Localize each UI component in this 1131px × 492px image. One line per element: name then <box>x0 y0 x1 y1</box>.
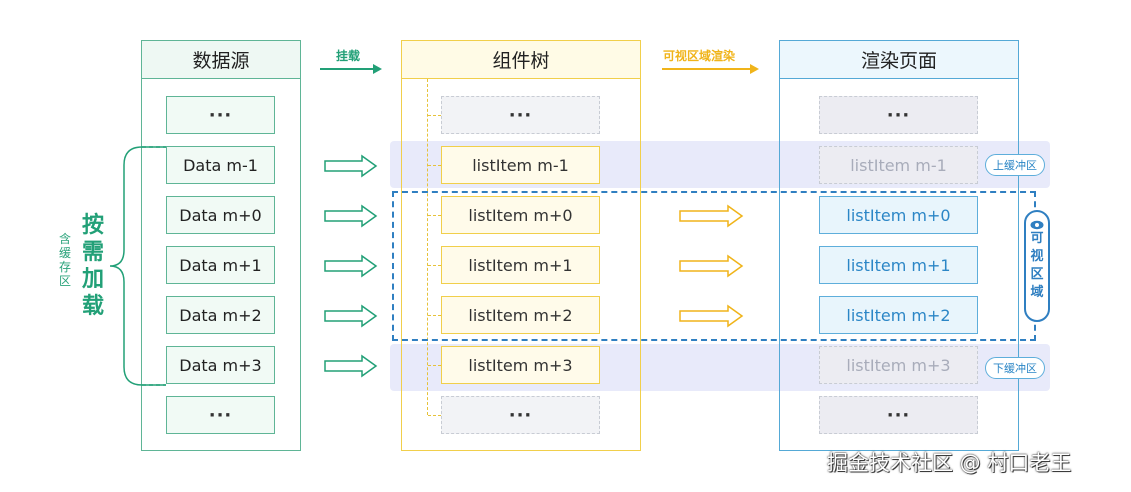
upper-buffer-badge: 上缓冲区 <box>985 154 1045 176</box>
tree-branch <box>428 415 441 416</box>
render-ellipsis-top: ··· <box>819 96 978 134</box>
tree-item-m1: listItem m+1 <box>441 246 600 284</box>
render-ellipsis-bottom: ··· <box>819 396 978 434</box>
mount-arrow <box>320 64 382 74</box>
data-source-column: 数据源 <box>141 40 301 451</box>
render-item-m-1: listItem m-1 <box>819 146 978 184</box>
tree-branch <box>428 365 441 366</box>
lower-buffer-badge: 下缓冲区 <box>985 357 1045 379</box>
data-source-header: 数据源 <box>142 41 300 79</box>
tree-item-m0: listItem m+0 <box>441 196 600 234</box>
data-ellipsis-bottom: ··· <box>166 396 275 434</box>
visible-area-badge: 可视区域 <box>1024 210 1050 322</box>
component-tree-header: 组件树 <box>402 41 640 79</box>
visible-area-label: 可视区域 <box>1030 231 1044 300</box>
render-item-m3: listItem m+3 <box>819 346 978 384</box>
data-ellipsis-top: ··· <box>166 96 275 134</box>
tree-item-m3: listItem m+3 <box>441 346 600 384</box>
on-demand-load-label: 按需加载 <box>81 213 104 319</box>
tree-branch <box>428 165 441 166</box>
tree-branch <box>428 315 441 316</box>
load-brace <box>109 146 166 386</box>
mount-label: 挂载 <box>336 49 361 63</box>
tree-ellipsis-top: ··· <box>441 96 600 134</box>
data-to-tree-arrows <box>324 154 378 378</box>
render-item-m0: listItem m+0 <box>819 196 978 234</box>
eye-icon <box>1030 220 1044 230</box>
cache-area-label: 含缓存区 <box>58 232 71 288</box>
tree-branch <box>428 265 441 266</box>
visible-render-arrow <box>662 64 759 74</box>
data-item-m1: Data m+1 <box>166 246 275 284</box>
tree-to-render-arrows <box>679 204 744 328</box>
tree-item-m2: listItem m+2 <box>441 296 600 334</box>
visible-render-label: 可视区域渲染 <box>663 49 736 63</box>
render-item-m2: listItem m+2 <box>819 296 978 334</box>
render-page-header: 渲染页面 <box>780 41 1018 79</box>
tree-branch <box>428 115 441 116</box>
data-item-m0: Data m+0 <box>166 196 275 234</box>
data-item-m-1: Data m-1 <box>166 146 275 184</box>
render-page-column: 渲染页面 <box>779 40 1019 451</box>
watermark: 掘金技术社区 @ 村口老王 <box>827 451 1072 475</box>
tree-item-m-1: listItem m-1 <box>441 146 600 184</box>
tree-connector-line <box>427 79 428 415</box>
data-item-m2: Data m+2 <box>166 296 275 334</box>
component-tree-column: 组件树 <box>401 40 641 451</box>
data-item-m3: Data m+3 <box>166 346 275 384</box>
render-item-m1: listItem m+1 <box>819 246 978 284</box>
tree-ellipsis-bottom: ··· <box>441 396 600 434</box>
tree-branch <box>428 215 441 216</box>
